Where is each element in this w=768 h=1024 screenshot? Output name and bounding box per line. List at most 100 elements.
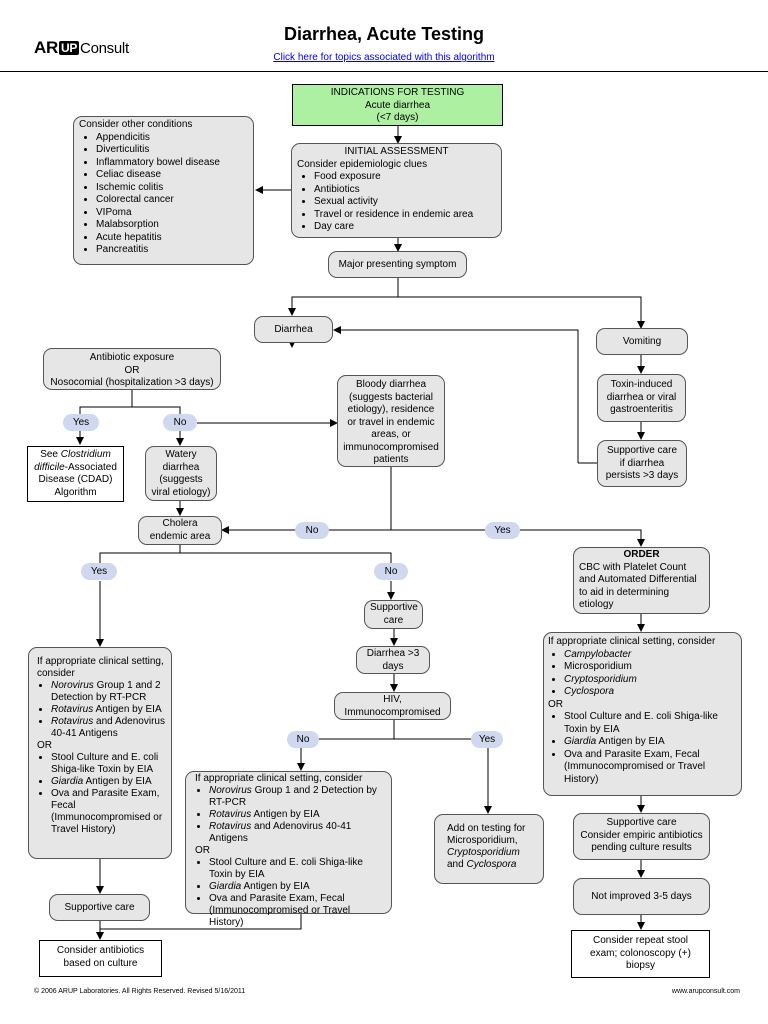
test-item: Ova and Parasite Exam, Fecal (Immunocomp… (564, 749, 737, 787)
order-line: etiology (579, 599, 614, 610)
cdad-algorithm-box: See Clostridium difficile-Associated Dis… (27, 446, 124, 502)
test-item: Rotavirus Antigen by EIA (209, 809, 387, 821)
test-item: Giardia Antigen by EIA (564, 736, 737, 749)
diarrhea-3-days-box: Diarrhea >3 days (356, 646, 430, 674)
addon-line: and (447, 859, 467, 870)
no-label: No (163, 414, 197, 431)
condition-item: Pancreatitis (96, 244, 248, 257)
cdad-text: Algorithm (54, 486, 97, 498)
condition-item: VIPoma (96, 207, 248, 220)
site-url: www.arupconsult.com (671, 988, 740, 995)
organism-name: Norovirus (209, 785, 252, 796)
indications-condition: Acute diarrhea (364, 99, 431, 111)
test-text: Group 1 and 2 Detection by RT-PCR (209, 785, 377, 808)
organism-name: Giardia (209, 881, 242, 892)
test-text: Group 1 and 2 Detection by RT-PCR (51, 680, 161, 703)
test-item: Campylobacter (564, 649, 737, 662)
hiv-line: HIV, (383, 694, 402, 705)
or-label: OR (548, 698, 563, 710)
clue-item: Antibiotics (314, 184, 496, 197)
bloody-diarrhea-box: Bloody diarrhea (suggests bacterial etio… (337, 375, 445, 467)
cdad-text: -Associated (64, 461, 117, 473)
bloody-line: etiology), residence (347, 404, 435, 415)
indications-box: INDICATIONS FOR TESTING Acute diarrhea (… (292, 84, 503, 126)
page-title: Diarrhea, Acute Testing (283, 24, 485, 44)
clue-item: Sexual activity (314, 196, 496, 209)
test-item: Cyclospora (564, 686, 737, 699)
order-line: to aid in determining (579, 586, 670, 598)
test-item: Stool Culture and E. coli Shiga-like Tox… (209, 857, 387, 881)
yes-label: Yes (485, 522, 520, 539)
cholera-line: endemic area (149, 530, 211, 542)
cdad-text: Disease (CDAD) (38, 474, 113, 485)
empiric-line: pending culture results (591, 842, 692, 853)
yes-label: Yes (471, 731, 503, 748)
other-conditions-list: Appendicitis Diverticulitis Inflammatory… (79, 132, 248, 257)
test-item: Giardia Antigen by EIA (51, 776, 167, 788)
test-item: Norovirus Group 1 and 2 Detection by RT-… (209, 785, 387, 809)
right-tests-box: If appropriate clinical setting, conside… (543, 632, 742, 796)
organism-name: Norovirus (51, 680, 94, 691)
supportive-line: persists >3 days (605, 470, 679, 481)
test-item: Giardia Antigen by EIA (209, 881, 387, 893)
no-label: No (287, 731, 319, 748)
header-divider (0, 71, 768, 72)
diarrhea3-line: Diarrhea >3 (366, 648, 420, 659)
order-heading: ORDER (623, 549, 660, 560)
test-item: Rotavirus and Adenovirus 40-41 Antigens (51, 716, 167, 740)
toxin-line: Toxin-induced (610, 379, 673, 390)
condition-item: Diverticulitis (96, 144, 248, 157)
supportive-line: care (383, 614, 404, 626)
addon-line: Microsporidium, (447, 835, 518, 846)
initial-assessment-subheading: Consider epidemiologic clues (297, 158, 428, 170)
empiric-line: Consider empiric antibiotics (580, 829, 703, 841)
toxin-line: diarrhea or viral (606, 391, 677, 403)
condition-item: Celiac disease (96, 169, 248, 182)
watery-line: diarrhea (162, 461, 200, 473)
test-text: Antigen by EIA (241, 881, 310, 892)
diarrhea3-line: days (382, 660, 404, 672)
test-text: and Adenovirus 40-41 Antigens (51, 716, 165, 739)
order-line: CBC with Platelet Count (579, 561, 687, 573)
addon-line: Add on testing for (447, 823, 526, 834)
clue-item: Food exposure (314, 171, 496, 184)
test-item: Norovirus Group 1 and 2 Detection by RT-… (51, 680, 167, 704)
copyright-text: © 2006 ARUP Laboratories. All Rights Res… (34, 988, 246, 995)
organism-name: Giardia (51, 776, 84, 787)
initial-assessment-heading: INITIAL ASSESSMENT (344, 146, 449, 157)
organism-name: Cryptosporidium (447, 847, 520, 858)
repeat-stool-exam-box: Consider repeat stool exam; colonoscopy … (571, 930, 710, 978)
test-item: Stool Culture and E. coli Shiga-like Tox… (51, 752, 167, 776)
logo-consult-text: Consult (80, 40, 129, 57)
antibiotics-culture-line: Consider antibiotics (56, 945, 145, 956)
right-tests-list: Campylobacter Microsporidium Cryptospori… (548, 649, 737, 699)
test-item: Rotavirus Antigen by EIA (51, 704, 167, 716)
yes-label: Yes (63, 414, 99, 431)
order-box: ORDER CBC with Platelet Count and Automa… (573, 547, 710, 614)
supportive-line: Supportive care (606, 445, 678, 456)
or-label: OR (37, 740, 52, 751)
test-item: Cryptosporidium (564, 674, 737, 687)
tests-intro: If appropriate clinical setting, conside… (195, 773, 363, 784)
toxin-line: gastroenteritis (610, 404, 673, 415)
repeat-line: exam; colonoscopy (+) (590, 947, 691, 959)
repeat-line: Consider repeat stool (592, 935, 689, 946)
antibiotic-exposure-box: Antibiotic exposure OR Nosocomial (hospi… (43, 348, 221, 390)
mid-tests-list: Norovirus Group 1 and 2 Detection by RT-… (195, 785, 387, 845)
test-text: Antigen by EIA (596, 736, 665, 747)
antibiotic-or: OR (124, 364, 140, 376)
repeat-line: biopsy (626, 960, 655, 971)
condition-item: Malabsorption (96, 219, 248, 232)
tests-intro: If appropriate clinical setting, (37, 656, 164, 667)
topics-link[interactable]: Click here for topics associated with th… (273, 52, 495, 63)
order-line: and Automated Differential (579, 574, 697, 585)
not-improved-box: Not improved 3-5 days (573, 878, 710, 915)
bloody-line: Bloody diarrhea (355, 379, 427, 390)
indications-duration: (<7 days) (376, 112, 419, 123)
left-tests-list: Stool Culture and E. coli Shiga-like Tox… (37, 752, 167, 836)
add-on-testing-box: Add on testing for Microsporidium, Crypt… (434, 814, 544, 884)
supportive-line: Supportive (370, 602, 418, 613)
organism-name: Cryptosporidium (564, 673, 637, 685)
test-item: Stool Culture and E. coli Shiga-like Tox… (564, 711, 737, 736)
